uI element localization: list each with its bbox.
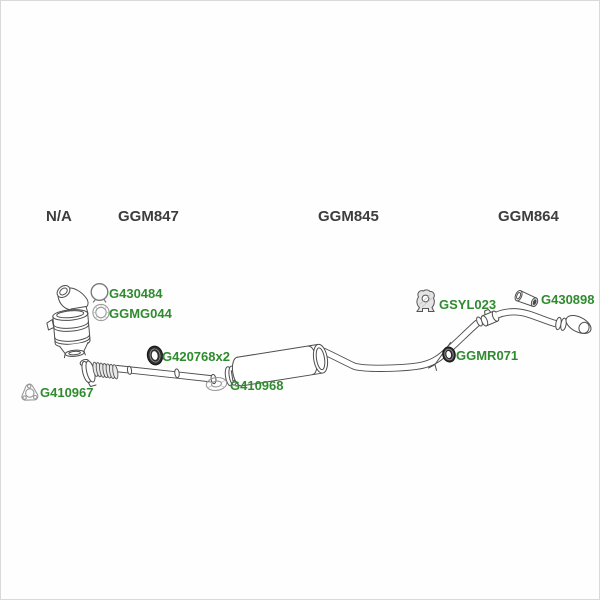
front-flex-pipe-drawing [79,358,119,387]
rubber-mounting-block-icon [416,289,435,312]
part-label-ggmr071[interactable]: GGMR071 [456,348,518,363]
pipe-sleeve-clamp [480,308,500,327]
rubber-hanger-grommet-icon [146,345,164,366]
pipe-clamp-icon [90,283,109,303]
column-header-ggm845: GGM845 [318,208,379,225]
round-gasket-icon [92,303,110,322]
oval-flange-gasket-icon [205,376,228,392]
tailpipe-drawing [555,314,592,335]
catalytic-converter-drawing [46,285,91,359]
part-label-ggmg044[interactable]: GGMG044 [109,306,173,321]
rubber-hanger-grommet-2-icon [442,346,456,363]
part-label-g410968[interactable]: G410968 [230,378,284,393]
rear-pipe-drawing [321,308,557,372]
column-header-ggm847: GGM847 [118,208,179,225]
tailpipe-finisher-icon [514,290,539,308]
column-header-na: N/A [46,208,72,225]
part-label-gsyl023[interactable]: GSYL023 [439,297,496,312]
part-label-g430898[interactable]: G430898 [541,292,595,307]
centre-muffler-drawing [224,343,329,387]
triangular-flange-gasket-icon [21,383,39,401]
part-label-g430484[interactable]: G430484 [109,286,163,301]
part-label-g410967[interactable]: G410967 [40,385,94,400]
front-pipe-drawing [115,364,217,385]
part-label-g420768x2[interactable]: G420768x2 [162,349,230,364]
column-header-ggm864: GGM864 [498,208,560,225]
